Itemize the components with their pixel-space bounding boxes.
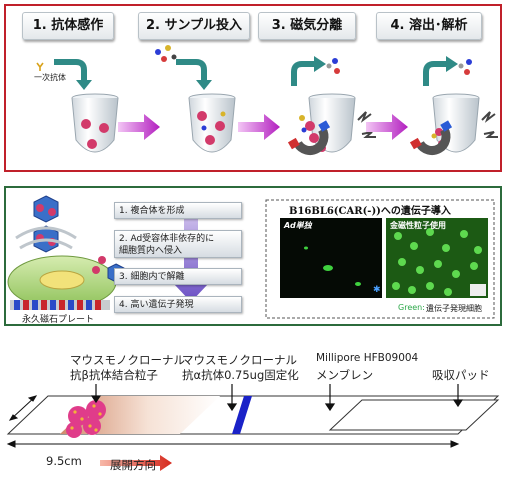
teal-arrow-2 [176,59,212,90]
micrograph-ad-only [280,218,382,298]
magnet-icon-2 [409,111,498,156]
particle-label-2: 抗β抗体結合粒子 [70,368,158,382]
membrane-label-1: Millipore HFB09004 [316,352,419,364]
step-1-box: 1. 抗体感作 [22,12,114,40]
sample-molecules-icon [155,45,472,75]
absorbent-pad [328,399,500,431]
tube-2 [188,93,236,153]
length-dimension [6,395,460,448]
caption-green-word: Green: [398,303,425,312]
test-strip-diagram [6,384,500,471]
star-icon: ✱ [373,285,381,295]
step-entry-label-1: 2. Ad受容体非依存的に [119,234,215,244]
process-down-arrow [174,218,208,302]
step-4-label: 4. 溶出･解析 [390,18,468,33]
step-2-box: 2. サンプル投入 [138,12,250,40]
logo-icon [470,284,486,296]
primary-antibody-label: 一次抗体 [34,73,66,82]
process-arrow-1 [118,114,160,140]
step-4-box: 4. 溶出･解析 [376,12,482,40]
magnet-plate [10,300,110,310]
magnet-icon-1 [287,111,376,156]
step-expression-label: 4. 高い遺伝子発現 [119,300,194,310]
virus-complex-icon-1 [33,195,59,223]
micrograph-title: B16BL6(CAR(-))への遺伝子導入 [289,206,451,217]
process-arrow-2 [238,114,280,140]
step-entry-label-2: 細胞質内へ侵入 [119,246,183,256]
teal-arrow-3 [291,56,326,86]
antibody-label-2: 抗α抗体0.75ug固定化 [182,368,299,382]
step-entry: 2. Ad受容体非依存的に 細胞質内へ侵入 [114,230,242,258]
teal-arrow-4 [423,56,458,86]
step-dissociate-label: 3. 細胞内で解離 [119,272,185,282]
step-3-label: 3. 磁気分離 [271,18,343,33]
particles-label: 金磁性粒子使用 [390,221,446,230]
field-lines [15,226,77,250]
tube-4 [431,93,480,153]
step-form-complex: 1. 複合体を形成 [114,202,242,219]
sparse-cells [304,246,361,286]
gene-transfer-panel: ✱ B16BL6(CAR(-))への遺伝子導入 Ad単独 金磁性粒子使用 Gre… [4,186,502,326]
absorbent-pad-label: 吸収パッド [432,368,490,382]
step-expression: 4. 高い遺伝子発現 [114,296,242,313]
process-arrow-3 [366,114,408,140]
panel1-illustration [36,45,498,156]
step-3-box: 3. 磁気分離 [258,12,356,40]
membrane-label-2: メンブレン [316,368,374,382]
nucleus-shape [39,270,85,290]
particle-dots [70,404,102,432]
direction-label: 展開方向 [110,458,156,472]
step-2-label: 2. サンプル投入 [145,18,243,33]
gene-transfer-illustration: ✱ [7,195,495,319]
particle-label-1: マウスモノクローナル [70,353,185,367]
step-form-complex-label: 1. 複合体を形成 [119,206,185,216]
caption-text: 遺伝子発現細胞 [426,304,482,313]
antibody-label-1: マウスモノクローナル [182,353,297,367]
magnet-plate-label: 永久磁石プレート [22,315,95,325]
antibody-y-icon [36,62,44,71]
pointer-arrows [90,384,464,412]
step-dissociate: 3. 細胞内で解離 [114,268,242,285]
dense-cells [392,228,482,296]
step-1-label: 1. 抗体感作 [32,18,104,33]
length-label: 9.5cm [46,454,82,468]
teal-arrow-1 [54,59,92,90]
ad-only-label: Ad単独 [284,221,312,230]
tube-1 [71,93,119,153]
test-line [232,396,252,434]
antibody-separation-panel: 1. 抗体感作 2. サンプル投入 3. 磁気分離 4. 溶出･解析 一次抗体 [4,4,502,172]
direction-arrow [100,455,172,471]
